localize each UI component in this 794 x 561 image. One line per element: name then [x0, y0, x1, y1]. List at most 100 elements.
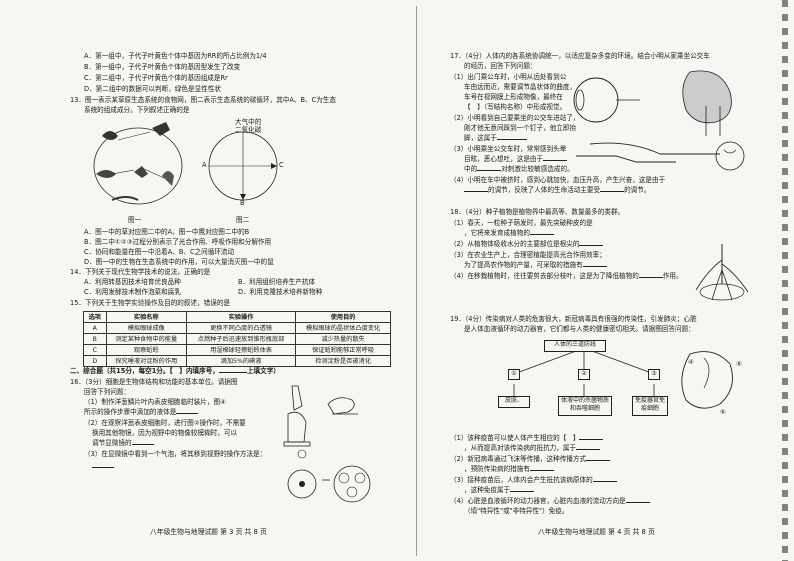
- table-header: 实验名称: [105, 311, 187, 323]
- q13-stem-2: 系统的组成成分。下列叙述正确的是: [84, 106, 190, 114]
- heart-label-5: ⑤: [736, 360, 742, 368]
- q18-line: （4）在移栽植物时，往往要剪去部分枝叶，这是为了降低植物的 作用。: [450, 272, 683, 280]
- defense-node-1: ①: [508, 369, 520, 380]
- q17-line: 车号在视网膜上形成物像，最终在: [464, 93, 563, 101]
- q14-option-a: A．利用转基因技术培育优良品种: [84, 278, 181, 286]
- table-cell: D: [83, 355, 107, 367]
- answer-blank: [576, 449, 601, 450]
- q19-text: （4）心脏是血液循环的动力器官，心脏内血液的流动方向是: [450, 497, 626, 505]
- defense-node-3: ③: [648, 369, 660, 380]
- table-row: B 测定某种食物中的能量 点燃种子后迅速放到锥形瓶底部 减少热量的散失: [83, 333, 391, 345]
- q17-line: 【 】（写结构名称）中形成视觉。: [464, 103, 567, 111]
- experiment-table: 选项 实验名称 实验操作 使用目的 A 模拟眼球成像 更换不同凸度的凸透镜 模拟…: [83, 311, 391, 367]
- q19-line: （2）新冠病毒通过飞沫等传播，这种传播方式: [450, 455, 611, 463]
- answer-blank: [92, 467, 114, 468]
- answer-blank: [579, 439, 604, 440]
- answer-blank: [579, 245, 604, 246]
- answer-blank: [592, 481, 617, 482]
- table-row: D 探究唾液对淀粉的作用 滴加5%的碘液 检测淀粉是否被消化: [83, 355, 391, 367]
- q17-text: 的调节，反映了人体的生命活动主要受: [488, 186, 601, 194]
- q19-line: （4）心脏是血液循环的动力器官，心脏内血液的流动方向是: [450, 497, 650, 505]
- q18-text: （2）从植物体吸收水分的主要部位是根尖的: [450, 240, 580, 248]
- q17-line: 目眩，恶心想吐，这是由于: [464, 155, 568, 163]
- answer-blank: [218, 372, 247, 373]
- answer-blank: [543, 160, 568, 161]
- microscope-figure: [283, 385, 358, 459]
- defense-node-2: ②: [578, 369, 590, 380]
- q18-text: （4）在移栽植物时，往往要剪去部分枝叶，这是为了降低植物的: [450, 272, 639, 280]
- q16-line-2: 回答下列问题：: [84, 388, 131, 396]
- table-row: A 模拟眼球成像 更换不同凸度的凸透镜 模拟眼球的晶状体凸度变化: [83, 322, 391, 334]
- eye-nervous-system-figure: [573, 70, 745, 171]
- q14-option-d: D．利用克隆技术培养新物种: [238, 288, 323, 296]
- root-figure: [695, 244, 749, 301]
- table-cell: 观察蚯蚓: [105, 344, 187, 356]
- answer-blank: [477, 170, 502, 171]
- q16-line-6: 换用其他物镜，因为视野中的物像较模糊时，可以: [92, 429, 238, 437]
- q16-line-1: 16．（3分）细胞是生物体结构和功能的基本单位。请据图: [70, 378, 238, 386]
- carbon-cycle-figure: [208, 131, 278, 201]
- q18-line: （3）在农业生产上，合理密植能提高光合作用效率；: [450, 251, 606, 259]
- q12-option-b: B．第一组中，子代子叶黄色个体的基因型发生了改变: [84, 63, 241, 71]
- q18-text: 为了提高农作物的产量，可采取的措施有: [464, 261, 583, 269]
- q17-stem: 17．（4分）人体内的各系统协调统一，以适应复杂多变的环境。结合小明从家乘坐公交…: [450, 52, 710, 60]
- defense-diagram-lines: [513, 347, 733, 409]
- q17-text: 脚，这属于: [464, 134, 497, 142]
- q13-option-d: D．图一中的生物在生态系统中的作用，可以大量消灭图一中的鼠: [84, 258, 274, 266]
- q14-option-c: C．利用发酵技术制作泡菜和腐乳: [84, 288, 181, 296]
- food-web-figure: [93, 122, 183, 205]
- q19-text: ，从而提高对该传染病的抵抗力，属于: [464, 444, 577, 452]
- q16-line-4: 所示的操作步骤中滴加的液体是: [84, 408, 199, 416]
- page-footer-right: 八年级生物与地理试题 第 4 页 共 8 页: [538, 528, 655, 536]
- q16-text: 所示的操作步骤中滴加的液体是: [84, 408, 177, 416]
- binding-edge: [782, 0, 788, 561]
- q18-line: （1）春天，一粒种子萌发时，最先突破种皮的是: [450, 219, 593, 227]
- cell-view-figure: [287, 465, 371, 503]
- q15-stem: 15．下列关于生物学实验操作及目的的叙述，错误的是: [70, 299, 231, 307]
- q17-line: （2）小明看到自己要乘坐的公交车进站了，: [450, 114, 580, 122]
- heart-label-4: ④: [688, 358, 694, 366]
- q18-line: ，它将来发育成植物的: [464, 229, 554, 237]
- q17-line: （3）小明乘坐公交车时，常常感到头晕: [450, 145, 567, 153]
- q19-line: ，这种免疫属于: [464, 486, 535, 494]
- fig2-node-a: A: [202, 161, 207, 169]
- answer-blank: [510, 491, 535, 492]
- q18-text: ，它将来发育成植物的: [464, 229, 530, 237]
- q19-stem-2: 是人体血液循环的动力器官，它们都与人类的健康密切相关。请据图回答问题：: [464, 325, 695, 333]
- q19-text: （2）新冠病毒通过飞沫等传播，这种传播方式: [450, 455, 587, 463]
- q16-line-7: 调节显微镜的: [92, 439, 154, 447]
- q18-stem: 18．（4分）种子植物是植物界中最高等、数量最多的类群。: [450, 208, 625, 216]
- q13-stem: 13．图一表示某草原生态系统的食物网，图二表示生态系统的碳循环，其中A、B、C为…: [70, 96, 336, 104]
- q17-text: 对刺激比较敏感造成的。: [501, 165, 574, 173]
- q19-line: （1）该种疫苗可以使人体产生相应的【 】: [450, 434, 604, 442]
- q14-option-b: B．利用组织培养生产抗体: [238, 278, 316, 286]
- table-cell: 保证蚯蚓能够正常呼吸: [295, 344, 391, 356]
- answer-blank: [600, 191, 625, 192]
- table-cell: 探究唾液对淀粉的作用: [105, 355, 187, 367]
- q19-text: ，预防传染病的措施有: [464, 465, 530, 473]
- q16-text: 调节显微镜的: [92, 439, 132, 447]
- q17-line: 中的对刺激比较敏感造成的。: [464, 165, 574, 173]
- answer-blank: [176, 413, 199, 414]
- table-header: 实验操作: [185, 311, 297, 323]
- q18-text: 作用。: [662, 272, 683, 280]
- q18-line: （2）从植物体吸收水分的主要部位是根尖的: [450, 240, 604, 248]
- q12-option-c: C．第二组中，子代子叶黄色个体的基因组成是Rr: [84, 74, 228, 82]
- q17-line: （1）出门乘公车时，小明从远处看到公: [450, 73, 567, 81]
- q19-stem: 19．（4分）传染病对人类的危害很大，新冠病毒具有很强的传染性，引发肺炎；心脏: [450, 315, 697, 323]
- q19-text: （1）该种疫苗可以使人体产生相应的【 】: [450, 434, 580, 442]
- q17-line: 的调节，反映了人体的生命活动主要受 的调节。: [464, 186, 650, 194]
- q16-line-5: （2）在观察洋葱表皮细胞时，进行图②操作时，不需要: [84, 419, 246, 427]
- q19-line: ，预防传染病的措施有: [464, 465, 554, 473]
- q17-text: 的调节。: [624, 186, 651, 194]
- table-header: 选项: [83, 311, 107, 323]
- fig2-caption: 图二: [236, 216, 250, 224]
- q17-line: 刚才他无意间踩到一个钉子，他立即抬: [464, 124, 577, 132]
- fig2-label-air: 大气中的: [235, 118, 262, 126]
- table-cell: 点燃种子后迅速放到锥形瓶底部: [185, 333, 297, 345]
- answer-blank: [464, 191, 488, 192]
- table-cell: C: [83, 344, 107, 356]
- table-cell: A: [83, 322, 107, 334]
- table-cell: 测定某种食物中的能量: [105, 333, 187, 345]
